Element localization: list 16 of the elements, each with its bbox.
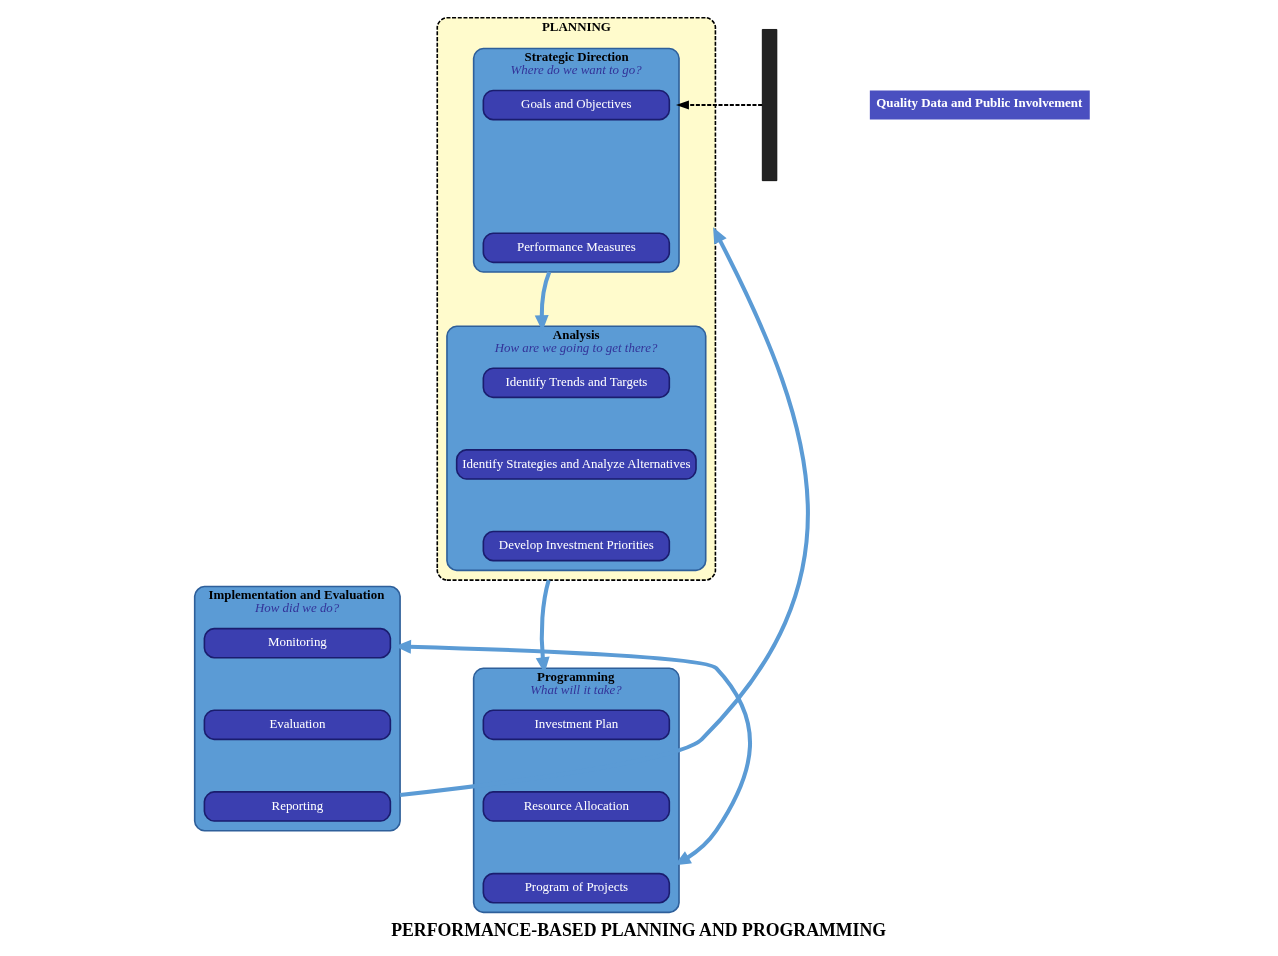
node-box: Identify Strategies and Analyze Alternatives (455, 449, 697, 480)
diagram-title: PERFORMANCE-BASED PLANNING AND PROGRAMMING (391, 919, 887, 940)
node-box: Investment Plan (482, 709, 671, 741)
node-box: Identify Trends and Targets (482, 367, 671, 399)
node-box: Resource Allocation (482, 791, 671, 822)
node-box: Program of Projects (482, 872, 671, 904)
node-box: Evaluation (203, 709, 392, 741)
node-box: Goals and Objectives (482, 89, 671, 121)
node-box: Develop Investment Priorities (482, 530, 671, 562)
arrow (399, 227, 810, 798)
node-box: Reporting (203, 791, 392, 822)
node-bracket (761, 29, 778, 182)
node-box: Monitoring (203, 627, 392, 659)
node-box: Performance Measures (482, 232, 671, 264)
label: Quality Data and Public Involvement (876, 95, 1083, 111)
arrow (675, 100, 763, 110)
